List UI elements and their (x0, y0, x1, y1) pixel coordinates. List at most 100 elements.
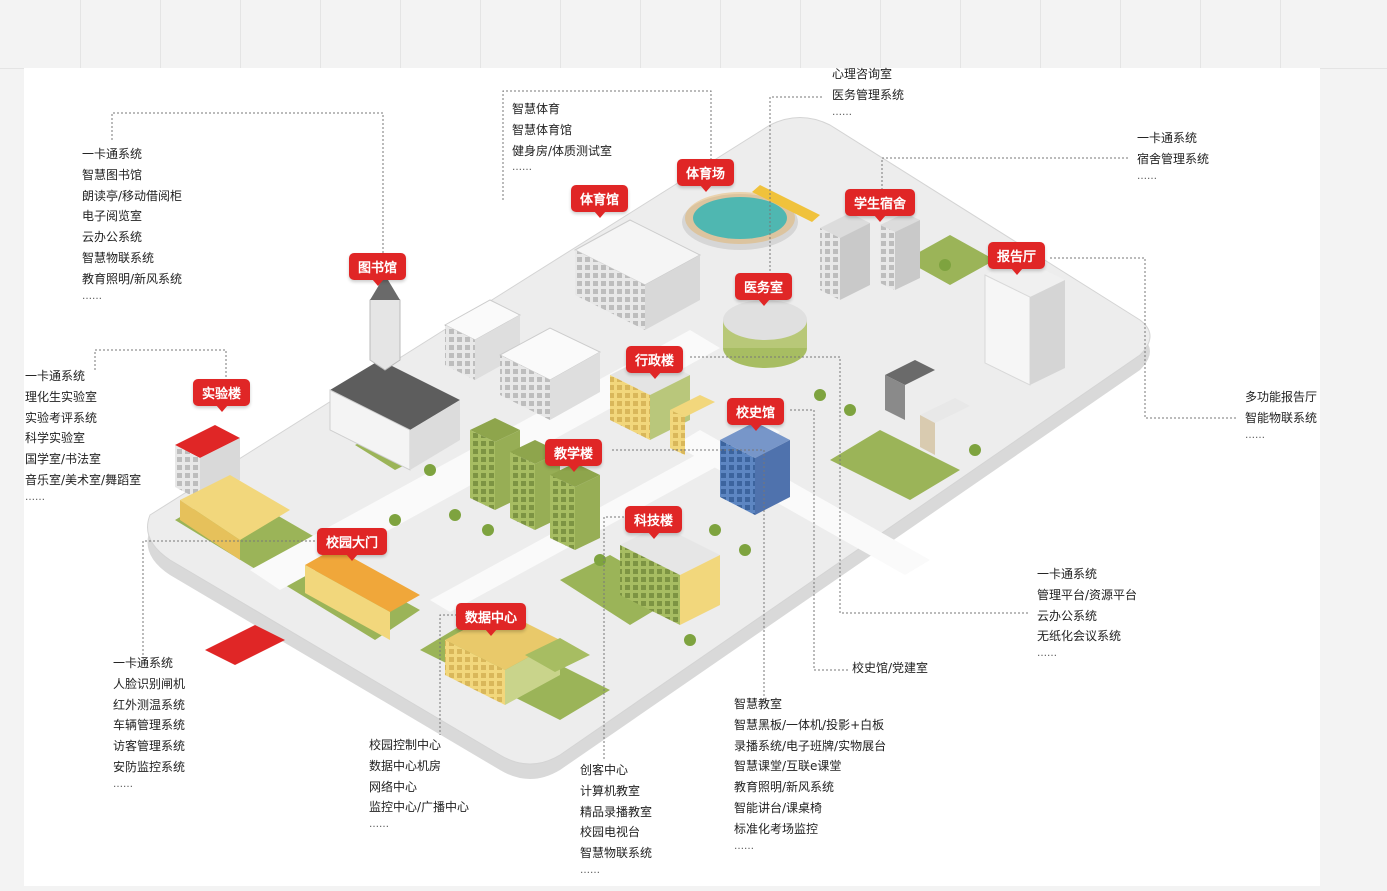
list-item: 教育照明/新风系统 (82, 271, 183, 286)
history-building (720, 422, 790, 515)
list-item: 朗读亭/移动借阅柜 (82, 188, 183, 203)
list-item: 电子阅览室 (82, 209, 143, 224)
dorm-building (820, 213, 920, 300)
list-item: 管理平台/资源平台 (1037, 587, 1138, 602)
campus-platform (147, 117, 1151, 779)
tag-auditorium[interactable]: 报告厅 (988, 242, 1046, 275)
leader-lines (94, 90, 1238, 760)
list-item: 心理咨询室 (832, 67, 893, 81)
list-item: 智慧黑板/一体机/投影+白板 (734, 717, 885, 732)
annotation-clinic: 心理咨询室 医务管理系统 …… (832, 64, 904, 120)
list-item: 智慧图书馆 (82, 167, 143, 182)
list-item: 教育照明/新风系统 (734, 780, 835, 795)
list-more: …… (82, 290, 102, 302)
tech-building (620, 525, 720, 625)
list-item: 一卡通系统 (25, 369, 86, 383)
list-item: 无纸化会议系统 (1037, 629, 1122, 644)
list-item: 多功能报告厅 (1245, 390, 1318, 404)
annotation-library: 一卡通系统 智慧图书馆 朗读亭/移动借阅柜 电子阅览室 云办公系统 智慧物联系统… (82, 144, 182, 304)
list-item: 数据中心机房 (369, 758, 442, 773)
tag-tech[interactable]: 科技楼 (625, 506, 683, 539)
list-item: 理化生实验室 (25, 389, 98, 404)
tag-history[interactable]: 校史馆 (727, 398, 785, 431)
tag-stadium[interactable]: 体育场 (677, 159, 735, 192)
list-item: 云办公系统 (82, 230, 143, 245)
list-item: 科学实验室 (25, 431, 86, 446)
list-item: 一卡通系统 (113, 656, 174, 670)
tag-library[interactable]: 图书馆 (349, 253, 407, 286)
list-more: …… (25, 491, 45, 503)
lab-building (175, 425, 290, 560)
list-item: 校园控制中心 (369, 738, 442, 752)
annotation-teaching: 智慧教室 智慧黑板/一体机/投影+白板 录播系统/电子班牌/实物展台 智慧课堂/… (734, 694, 886, 854)
list-item: 红外测温系统 (113, 697, 186, 712)
annotation-dorm: 一卡通系统 宿舍管理系统 …… (1137, 128, 1209, 184)
annotation-admin: 一卡通系统 管理平台/资源平台 云办公系统 无纸化会议系统 …… (1037, 564, 1137, 661)
list-item: 云办公系统 (1037, 608, 1098, 623)
annotation-lab: 一卡通系统 理化生实验室 实验考评系统 科学实验室 国学室/书法室 音乐室/美术… (25, 366, 141, 505)
list-item: 一卡通系统 (1037, 567, 1098, 581)
trees (389, 259, 981, 646)
list-item: 国学室/书法室 (25, 452, 102, 467)
teaching-building (470, 418, 600, 550)
list-item: 健身房/体质测试室 (512, 143, 613, 158)
list-item: 标准化考场监控 (734, 821, 819, 836)
list-more: …… (1137, 170, 1157, 182)
annotation-gym: 智慧体育 智慧体育馆 健身房/体质测试室 …… (512, 99, 612, 175)
list-more: …… (1037, 648, 1057, 660)
tag-dorm[interactable]: 学生宿舍 (845, 189, 916, 222)
list-item: 监控中心/广播中心 (369, 800, 470, 815)
tag-gym[interactable]: 体育馆 (571, 185, 629, 218)
list-item: 宿舍管理系统 (1137, 151, 1210, 166)
list-item: 一卡通系统 (1137, 131, 1198, 145)
list-more: …… (832, 106, 852, 118)
list-item: 访客管理系统 (113, 739, 186, 754)
tag-gate[interactable]: 校园大门 (317, 528, 388, 561)
list-more: …… (580, 864, 600, 876)
gym-building (573, 219, 702, 330)
list-item: 智慧教室 (734, 697, 783, 711)
list-item: 校园电视台 (580, 825, 641, 840)
list-item: 实验考评系统 (25, 410, 98, 425)
list-item: 录播系统/电子班牌/实物展台 (734, 738, 887, 753)
list-item: 精品录播教室 (580, 804, 653, 819)
list-item: 智慧物联系统 (82, 250, 155, 265)
list-item: 校史馆/党建室 (852, 661, 929, 675)
list-more: …… (512, 162, 532, 174)
list-item: 医务管理系统 (832, 87, 905, 102)
list-item: 人脸识别闸机 (113, 676, 186, 691)
list-item: 智慧体育 (512, 102, 561, 116)
list-item: 计算机教室 (580, 783, 641, 798)
list-item: 智慧体育馆 (512, 122, 573, 137)
annotation-history: 校史馆/党建室 (852, 658, 928, 679)
annotation-datacenter: 校园控制中心 数据中心机房 网络中心 监控中心/广播中心 …… (369, 735, 469, 832)
list-more: …… (1245, 429, 1265, 441)
white-blocks (443, 299, 602, 420)
annotation-auditorium: 多功能报告厅 智能物联系统 …… (1245, 387, 1317, 443)
list-item: 车辆管理系统 (113, 718, 186, 733)
list-more: …… (369, 819, 389, 831)
auditorium-building (885, 258, 1065, 455)
list-item: 智能讲台/课桌椅 (734, 800, 823, 815)
list-item: 音乐室/美术室/舞蹈室 (25, 472, 142, 487)
list-item: 网络中心 (369, 779, 418, 794)
gate-structure (205, 548, 420, 665)
list-item: 智能物联系统 (1245, 410, 1318, 425)
clinic-building (723, 300, 807, 368)
tag-clinic[interactable]: 医务室 (735, 273, 793, 306)
list-item: 智慧物联系统 (580, 846, 653, 861)
list-item: 智慧课堂/互联e课堂 (734, 759, 842, 774)
annotation-gate: 一卡通系统 人脸识别闸机 红外测温系统 车辆管理系统 访客管理系统 安防监控系统… (113, 653, 185, 792)
tag-teaching[interactable]: 教学楼 (545, 439, 603, 472)
tag-admin[interactable]: 行政楼 (626, 346, 684, 379)
library-building (329, 275, 460, 471)
list-item: 一卡通系统 (82, 147, 143, 161)
list-more: …… (113, 778, 133, 790)
stadium (682, 185, 820, 250)
list-more: …… (734, 840, 754, 852)
tag-lab[interactable]: 实验楼 (193, 379, 251, 412)
annotation-tech: 创客中心 计算机教室 精品录播教室 校园电视台 智慧物联系统 …… (580, 760, 652, 878)
tag-datacenter[interactable]: 数据中心 (456, 603, 527, 636)
list-item: 安防监控系统 (113, 759, 186, 774)
